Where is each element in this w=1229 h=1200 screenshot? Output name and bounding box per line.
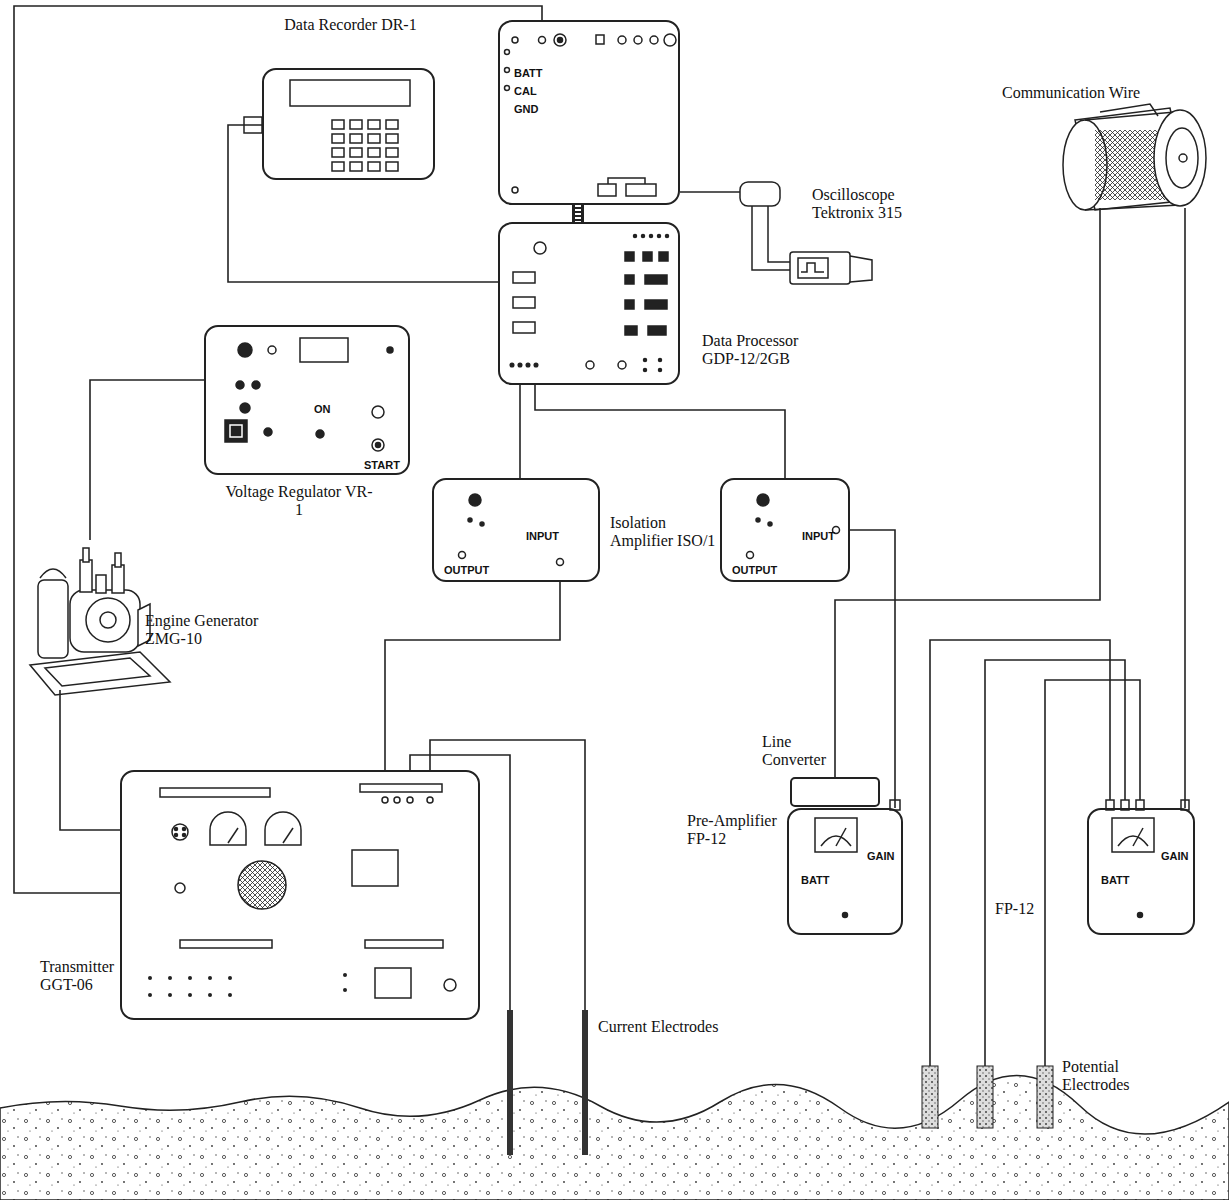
cable	[14, 6, 542, 893]
device-label: FP-12	[995, 900, 1034, 918]
panel-label: INPUT	[526, 530, 559, 543]
panel-label: OUTPUT	[732, 564, 777, 577]
device-label: Voltage Regulator VR-1	[224, 483, 374, 519]
electrode-wires	[410, 640, 1140, 1066]
voltage-regulator-panel	[225, 338, 393, 451]
device-label: Isolation Amplifier ISO/1	[610, 514, 720, 550]
current-electrodes	[507, 1010, 588, 1155]
receiver-unit: BATT CAL GND	[498, 20, 680, 205]
oscilloscope: Oscilloscope Tektronix 315	[740, 182, 780, 206]
isolation-amplifier: INPUTOUTPUTIsolation Amplifier ISO/1	[432, 478, 600, 582]
electrode-label: Potential Electrodes	[1062, 1058, 1152, 1094]
data-recorder: Data Recorder DR-1	[262, 68, 435, 180]
cable	[850, 530, 895, 808]
device-label: Communication Wire	[1002, 84, 1140, 102]
cable	[680, 191, 740, 193]
panel-label: OUTPUT	[444, 564, 489, 577]
ribbon-cable	[572, 205, 584, 222]
cable	[90, 380, 204, 540]
device-label: Oscilloscope Tektronix 315	[812, 186, 942, 222]
cable	[519, 385, 521, 478]
panel-label: INPUT	[802, 530, 835, 543]
cable	[535, 385, 785, 478]
engine-generator: Engine Generator ZMG-10	[25, 540, 255, 690]
panel-label: ON	[314, 403, 331, 416]
transmitter: Transmitter GGT-06	[120, 770, 480, 1020]
panel-label: BATT	[801, 874, 830, 887]
potential-electrodes	[922, 1066, 1053, 1128]
recorder-panel	[244, 80, 410, 171]
pre-amplifier: BATTGAINPre-Amplifier FP-12	[787, 808, 903, 935]
device-label: Pre-Amplifier FP-12	[687, 812, 783, 848]
ribbon-stripes	[575, 205, 581, 222]
line-converter: Line Converter	[790, 777, 880, 807]
panel-label: GAIN	[1161, 850, 1189, 863]
panel-label: BATT	[514, 67, 543, 80]
electrode-label: Current Electrodes	[598, 1018, 718, 1036]
device-label: Data Processor GDP-12/2GB	[702, 332, 832, 368]
device-label: Data Recorder DR-1	[264, 16, 437, 34]
cable	[228, 125, 498, 282]
cable	[835, 208, 1100, 777]
panel-label: CAL	[514, 85, 537, 98]
panel-label: GAIN	[867, 850, 895, 863]
device-label: Line Converter	[762, 733, 842, 769]
pre-amplifier: BATTGAINFP-12	[1087, 808, 1195, 935]
cable	[385, 582, 560, 770]
communication-wire-reel: Communication Wire	[1050, 108, 1210, 208]
receiver-panel	[505, 34, 677, 196]
panel-label: GND	[514, 103, 538, 116]
cable	[1184, 208, 1186, 808]
panel-label: START	[364, 459, 400, 472]
cable	[60, 690, 120, 830]
transmitter-panel	[148, 784, 456, 998]
data-processor: Data Processor GDP-12/2GB	[498, 222, 680, 385]
processor-panel	[510, 235, 668, 372]
voltage-regulator: ONSTARTVoltage Regulator VR-1	[204, 325, 410, 475]
device-label: Engine Generator ZMG-10	[145, 612, 275, 648]
device-label: Transmitter GGT-06	[40, 958, 118, 994]
communication-wire-reel	[1063, 104, 1206, 210]
preamplifier-panels	[815, 800, 1189, 918]
isolation-amplifier: INPUT OUTPUT	[720, 478, 850, 582]
panel-label: BATT	[1101, 874, 1130, 887]
isolation-amplifier-panels	[459, 494, 840, 566]
